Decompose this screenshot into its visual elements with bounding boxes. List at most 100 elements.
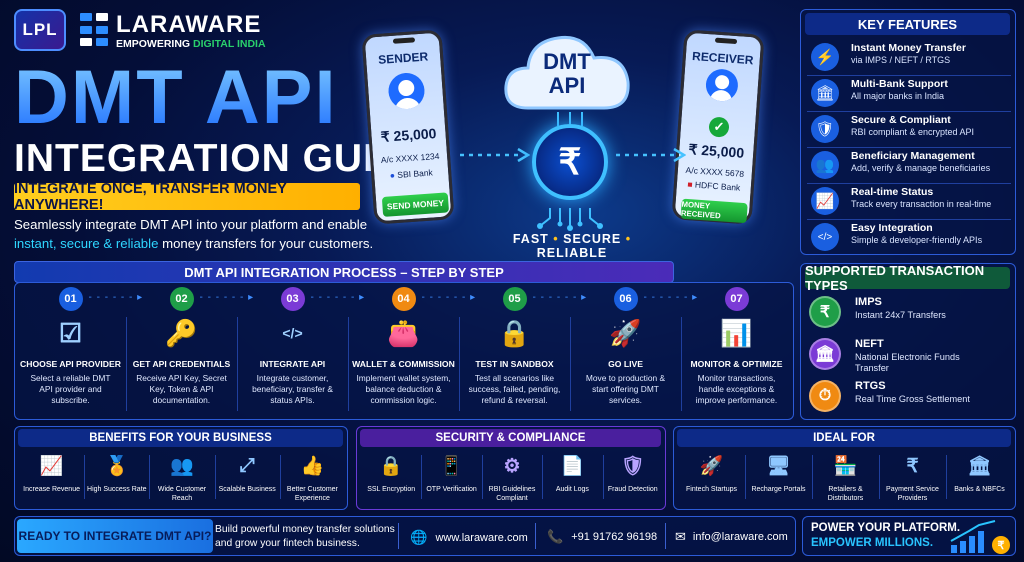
checklist-icon: ☑ (58, 317, 83, 348)
benefits-divider (84, 455, 86, 499)
ideal-for-item: 🏛 Banks & NBFCs (946, 449, 1013, 507)
security-label: OTP Verification (426, 486, 477, 493)
step-arrow-icon: - - - - - - ▸ (532, 292, 588, 303)
bank-icon: 🏛 (811, 79, 839, 107)
security-item: 📱OTP Verification (421, 449, 481, 507)
key-feature-desc: All major banks in India (851, 91, 945, 101)
feature-divider (807, 147, 1011, 148)
flow-arrow-right-icon (616, 148, 686, 162)
audit-doc-icon: 📄 (560, 456, 585, 477)
hdfc-icon: ■ (687, 179, 693, 190)
step-number: 05 (502, 287, 527, 311)
benefits-item: ⤢Scalable Business (215, 449, 280, 507)
key-feature-title: Multi-Bank Support (851, 78, 948, 90)
transaction-types-title: SUPPORTED TRANSACTION TYPES (805, 263, 1010, 293)
power-line2: EMPOWER MILLIONS. (811, 537, 934, 549)
process-title: DMT API INTEGRATION PROCESS – STEP BY ST… (14, 261, 674, 283)
step-desc: Integrate customer, beneficiary, transfe… (252, 373, 333, 405)
benefits-label: Increase Revenue (23, 486, 80, 493)
step-divider (348, 317, 349, 411)
benefits-divider (214, 455, 216, 499)
website-link[interactable]: 🌐www.laraware.com (410, 529, 528, 546)
bolt-icon: ⚡ (811, 43, 839, 71)
ideal-for-divider (745, 455, 746, 499)
security-item: ⚙ RBI Guidelines Compliant (482, 449, 542, 507)
key-feature-desc: Track every transaction in real-time (851, 199, 992, 209)
bank-small-icon: 🏛 (967, 456, 992, 477)
send-money-button[interactable]: SEND MONEY (381, 192, 450, 217)
step-arrow-icon: - - - - - - ▸ (643, 292, 699, 303)
cloud-line1: DMT (543, 49, 591, 74)
ideal-for-item: ₹Payment Service Providers (879, 449, 946, 507)
security-label: Audit Logs (555, 486, 589, 493)
security-divider (481, 455, 483, 499)
fast-secure-reliable: FAST • SECURE • RELIABLE (512, 232, 632, 260)
fraud-shield-icon: 🛡 (620, 456, 645, 477)
padlock-icon: 🔒 (379, 456, 404, 477)
key-feature-title: Real-time Status (851, 186, 934, 198)
step-title: GO LIVE (608, 359, 643, 369)
security-label: RBI Guidelines Compliant (488, 486, 536, 502)
bank-circle-icon: 🏛 (809, 338, 841, 370)
brand-tagline: EMPOWERING DIGITAL INDIA (116, 38, 266, 50)
users-icon: 👥 (811, 151, 839, 179)
step-title: INTEGRATE API (259, 359, 326, 369)
ideal-for-item: 🚀Fintech Startups (678, 449, 745, 507)
email-link[interactable]: ✉info@laraware.com (675, 529, 788, 545)
feature-divider (807, 75, 1011, 76)
step-arrow-icon: - - - - - - ▸ (88, 292, 144, 303)
step-divider (570, 317, 571, 411)
transaction-type-name: IMPS (855, 296, 882, 308)
step-number: 01 (58, 287, 83, 311)
ideal-for-divider (946, 455, 947, 499)
expand-icon: ⤢ (239, 455, 255, 476)
receiver-bank: ■ HDFC Bank (677, 178, 752, 193)
description-part1: Seamlessly integrate DMT API into your p… (14, 217, 368, 232)
cta-line2: and grow your fintech business. (215, 538, 360, 549)
money-received-button[interactable]: MONEY RECEIVED (680, 198, 748, 224)
ideal-for-label: Retailers & Distributors (827, 486, 864, 502)
rbi-seal-icon: ⚙ (503, 455, 521, 477)
cloud-label: DMT API (500, 50, 634, 98)
sender-title: SENDER (377, 49, 429, 67)
key-feature-desc: via IMPS / NEFT / RTGS (851, 55, 951, 65)
recharge-icon: 🖥 (766, 456, 791, 477)
benefits-item: 👥Wide Customer Reach (149, 449, 214, 507)
phone-text: +91 91762 96198 (571, 531, 658, 543)
success-check-icon: ✓ (708, 116, 730, 138)
code-window-icon: </> (282, 325, 303, 341)
sender-account: A/c XXXX 1234 (380, 150, 440, 165)
key-feature-title: Easy Integration (851, 222, 933, 234)
store-icon: 🏪 (833, 456, 858, 477)
logo-text: LPL (22, 20, 58, 39)
phone-link[interactable]: 📞+91 91762 96198 (547, 529, 657, 545)
ideal-for-label: Banks & NBFCs (954, 486, 1005, 493)
growth-chart-icon: 📊 (720, 317, 753, 348)
security-panel: SECURITY & COMPLIANCE 🔒SSL Encryption📱OT… (356, 426, 666, 510)
rupee-circle-icon: ₹ (809, 296, 841, 328)
security-title: SECURITY & COMPLIANCE (360, 429, 661, 447)
fast-label: FAST (512, 232, 549, 246)
security-item: 🛡Fraud Detection (603, 449, 663, 507)
receiver-bank-name: HDFC Bank (694, 179, 741, 193)
step-title: TEST IN SANDBOX (475, 359, 554, 369)
cta-button[interactable]: READY TO INTEGRATE DMT API? (17, 519, 213, 553)
rupee-coin-icon: ₹ (532, 124, 608, 200)
step-number: 07 (724, 287, 749, 311)
receiver-phone: RECEIVER ✓ ₹ 25,000 A/c XXXX 5678 ■ HDFC… (671, 29, 765, 225)
laraware-logo-icon (80, 13, 108, 47)
step-title: CHOOSE API PROVIDER (20, 359, 121, 369)
ideal-for-divider (879, 455, 880, 499)
chart-icon: 📈 (811, 187, 839, 215)
security-divider (602, 455, 604, 499)
thumbs-up-icon: 👍 (300, 456, 325, 477)
benefits-label: High Success Rate (87, 486, 147, 493)
